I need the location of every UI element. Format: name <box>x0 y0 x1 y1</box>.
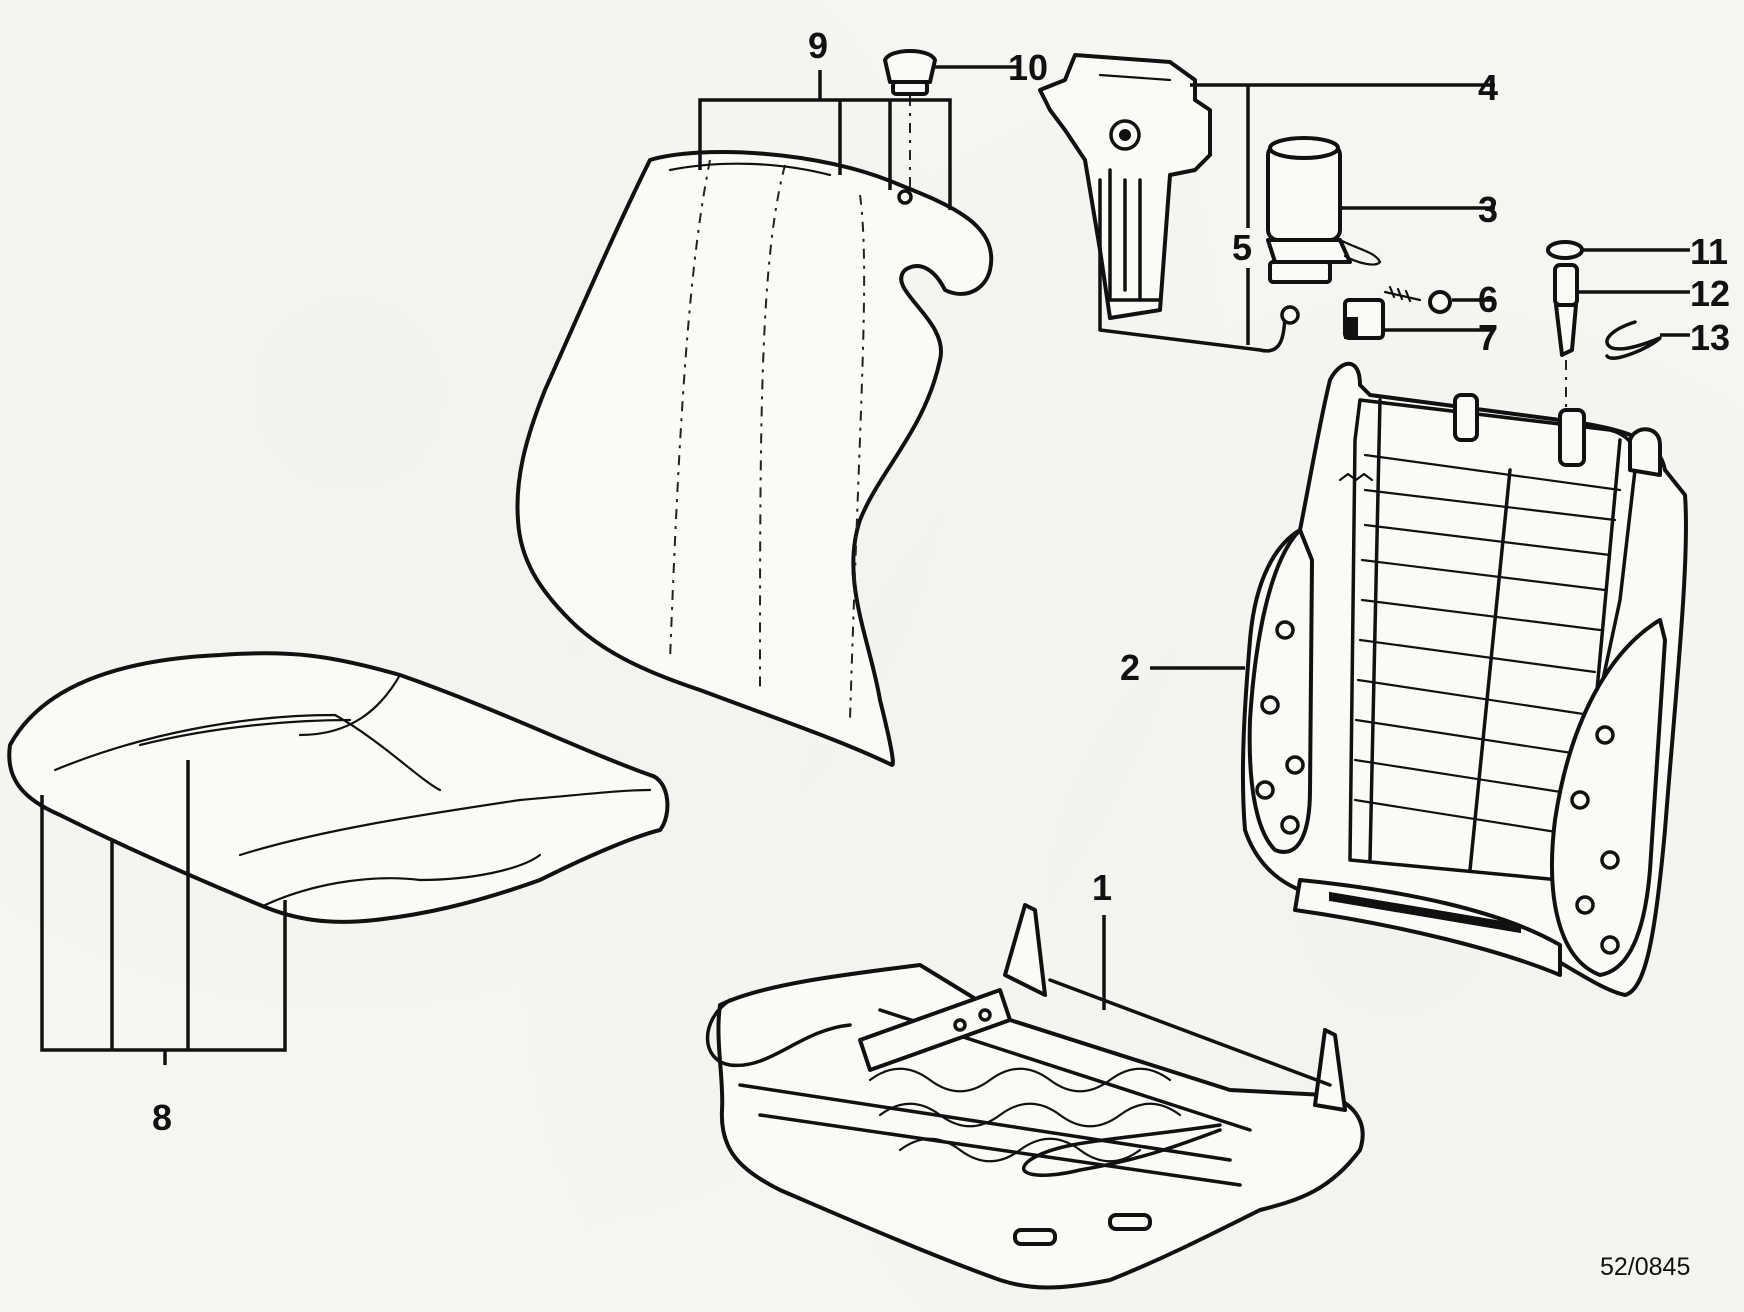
callout-12: 12 <box>1690 273 1730 314</box>
leader-lines <box>40 65 1690 1065</box>
adjuster-motor <box>1266 136 1382 284</box>
screw <box>1383 285 1452 314</box>
callout-6: 6 <box>1478 279 1498 320</box>
spring-clip <box>1605 320 1662 360</box>
backrest-cushion <box>515 150 994 767</box>
grommet <box>883 49 937 190</box>
headrest-socket <box>897 189 913 205</box>
callout-13: 13 <box>1690 317 1730 358</box>
connector <box>1343 298 1385 340</box>
callout-1: 1 <box>1092 867 1112 908</box>
callout-3: 3 <box>1478 189 1498 230</box>
callout-4: 4 <box>1478 67 1498 108</box>
seat-frame <box>705 903 1365 1290</box>
seat-cushion <box>7 651 670 924</box>
callout-2: 2 <box>1120 647 1140 688</box>
backrest-frame <box>1240 361 1688 997</box>
pin <box>1553 263 1579 410</box>
reference-code: 52/0845 <box>1600 1253 1690 1281</box>
callout-10: 10 <box>1008 47 1048 88</box>
cap <box>1546 240 1584 260</box>
callout-8: 8 <box>152 1097 172 1138</box>
callout-7: 7 <box>1478 317 1498 358</box>
callout-11: 11 <box>1690 231 1728 272</box>
adjuster-bracket <box>1038 53 1300 353</box>
callout-labels: 9 10 4 3 5 6 7 11 12 13 2 1 8 52/0845 <box>152 25 1730 1281</box>
callout-9: 9 <box>808 25 828 66</box>
callout-5: 5 <box>1232 227 1252 268</box>
